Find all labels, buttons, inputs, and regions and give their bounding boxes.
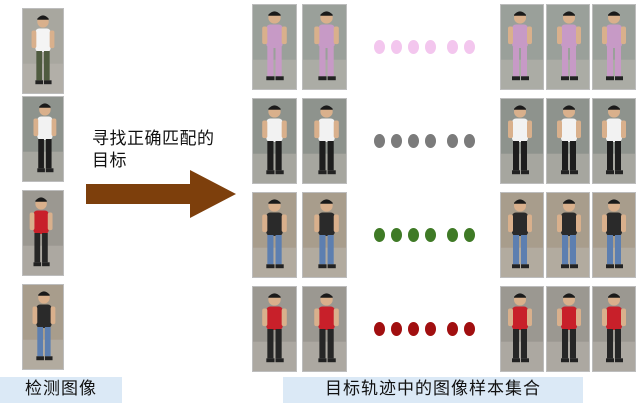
row-3-dot-6 (464, 228, 475, 242)
row-4-dot-2 (391, 322, 402, 336)
row-1-dot-2 (391, 40, 402, 54)
row-2-sample-left-1 (252, 98, 297, 184)
row-2-sample-right-3 (592, 98, 636, 184)
arrow-caption: 寻找正确匹配的目标 (92, 129, 215, 171)
row-1-dot-5 (447, 40, 458, 54)
row-4-sample-left-1 (252, 286, 297, 372)
row-4-sample-right-1 (500, 286, 544, 372)
detection-image-4 (22, 284, 64, 370)
detection-images-label: 检测图像 (0, 377, 122, 403)
row-1-sample-right-1 (500, 4, 544, 90)
row-2-sample-left-2 (302, 98, 347, 184)
row-2-sample-right-1 (500, 98, 544, 184)
detection-image-2 (22, 96, 64, 182)
row-3-dot-4 (425, 228, 436, 242)
row-1-dot-4 (425, 40, 436, 54)
row-4-sample-right-3 (592, 286, 636, 372)
trajectory-samples-label: 目标轨迹中的图像样本集合 (283, 377, 583, 403)
row-3-sample-right-2 (546, 192, 590, 278)
row-4-dot-4 (425, 322, 436, 336)
row-4-dot-3 (408, 322, 419, 336)
row-4-ellipsis-dots (374, 322, 481, 336)
row-1-sample-right-3 (592, 4, 636, 90)
row-2-dot-2 (391, 134, 402, 148)
row-2-dot-4 (425, 134, 436, 148)
row-2-sample-right-2 (546, 98, 590, 184)
row-4-sample-left-2 (302, 286, 347, 372)
row-1-ellipsis-dots (374, 40, 481, 54)
detection-image-3 (22, 190, 64, 276)
row-3-sample-left-1 (252, 192, 297, 278)
row-1-sample-right-2 (546, 4, 590, 90)
row-4-sample-right-2 (546, 286, 590, 372)
row-2-dot-1 (374, 134, 385, 148)
row-3-ellipsis-dots (374, 228, 481, 242)
row-4-dot-1 (374, 322, 385, 336)
detection-image-1 (22, 8, 64, 94)
row-3-dot-5 (447, 228, 458, 242)
arrow-icon (86, 170, 236, 218)
row-2-ellipsis-dots (374, 134, 481, 148)
row-1-dot-6 (464, 40, 475, 54)
row-3-dot-1 (374, 228, 385, 242)
row-2-dot-3 (408, 134, 419, 148)
row-3-sample-left-2 (302, 192, 347, 278)
row-3-sample-right-1 (500, 192, 544, 278)
row-1-dot-1 (374, 40, 385, 54)
row-1-sample-left-1 (252, 4, 297, 90)
row-2-dot-5 (447, 134, 458, 148)
row-3-dot-3 (408, 228, 419, 242)
row-1-dot-3 (408, 40, 419, 54)
row-2-dot-6 (464, 134, 475, 148)
row-4-dot-5 (447, 322, 458, 336)
row-3-dot-2 (391, 228, 402, 242)
row-1-sample-left-2 (302, 4, 347, 90)
row-3-sample-right-3 (592, 192, 636, 278)
row-4-dot-6 (464, 322, 475, 336)
